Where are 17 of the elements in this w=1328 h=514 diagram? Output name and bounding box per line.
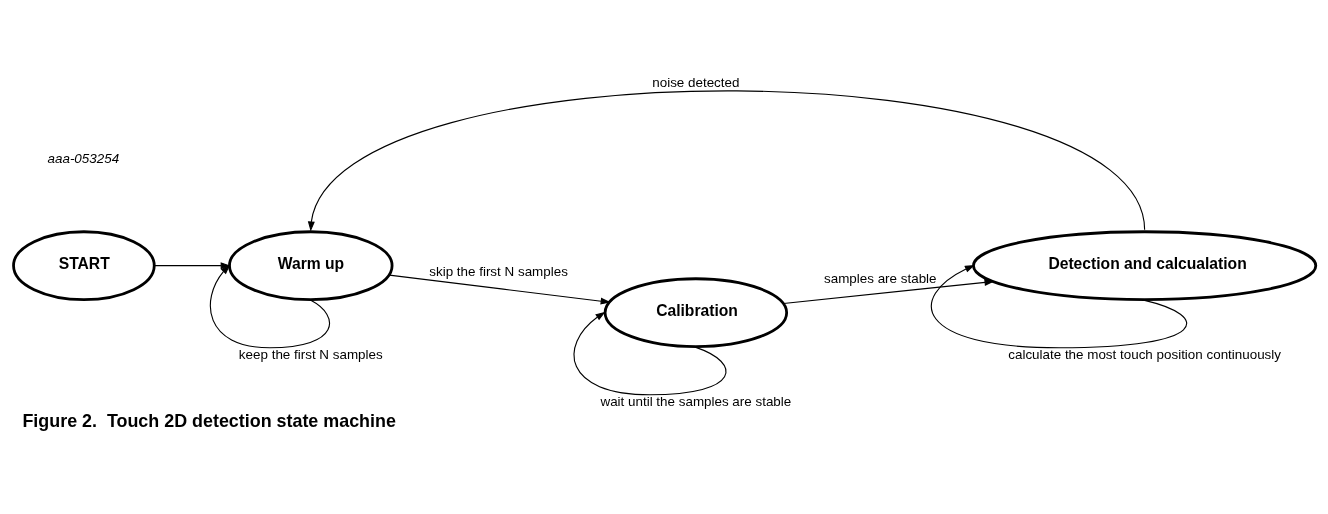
edge-label: skip the first N samples	[428, 263, 568, 279]
arrow	[307, 89, 1145, 232]
edge-label: noise detected	[651, 74, 739, 90]
edge-label: wait until the samples are stable	[599, 393, 791, 409]
edge-label: keep the first N samples	[238, 346, 383, 362]
arrow	[573, 311, 727, 395]
node-ellipse: START	[11, 229, 156, 301]
arrow	[388, 274, 611, 305]
caption: Figure 2. Touch 2D detection state machine	[21, 410, 396, 431]
node-ellipse: Detection and calcualation	[971, 229, 1317, 301]
edge-label: samples are stable	[823, 270, 937, 286]
node-ellipse: Calibration	[603, 276, 788, 348]
node-ellipse: Warm up	[227, 229, 393, 301]
label: aaa-053254	[47, 150, 119, 166]
arrow	[930, 264, 1187, 348]
edge-label: calculate the most touch position continuously	[1007, 346, 1281, 362]
arrow	[782, 278, 995, 304]
